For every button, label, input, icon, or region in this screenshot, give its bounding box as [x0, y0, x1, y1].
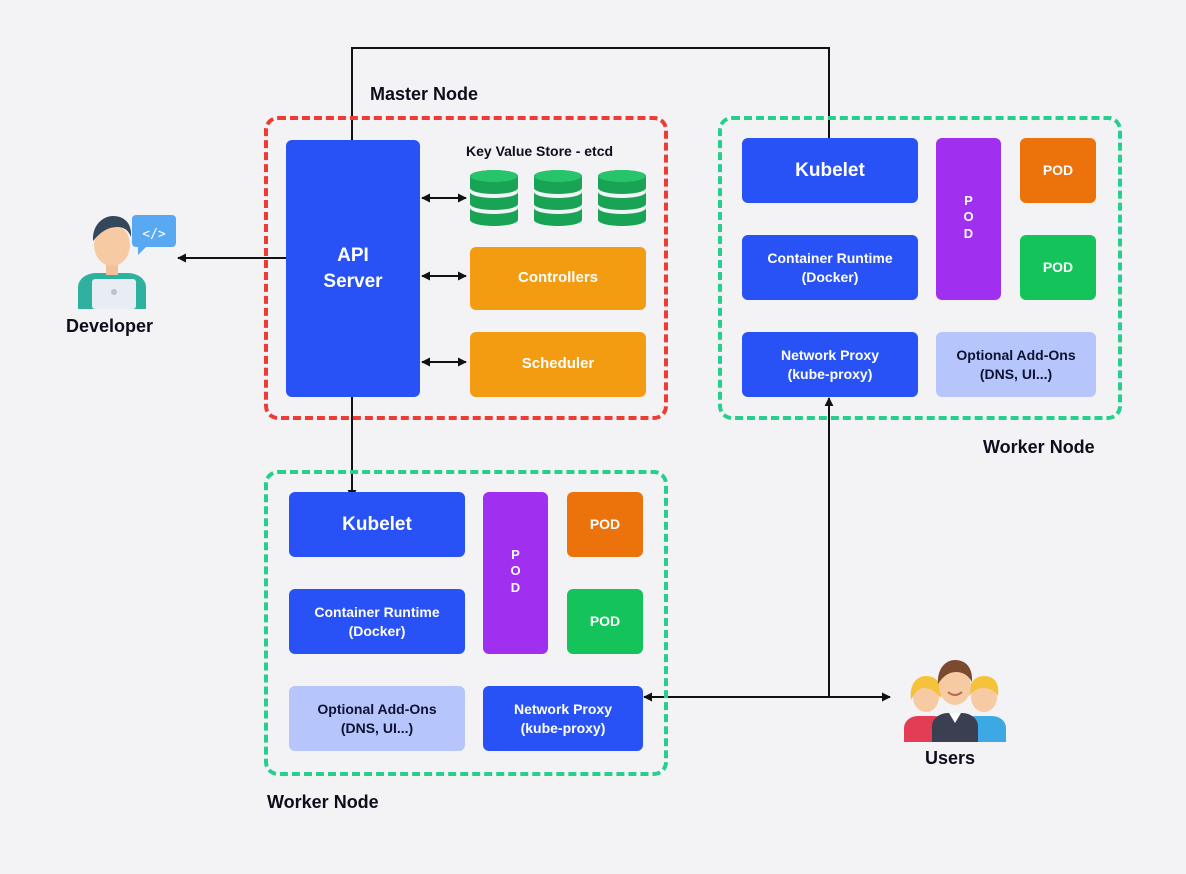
database-icon: [534, 170, 582, 226]
etcd-title: Key Value Store - etcd: [466, 143, 614, 159]
container-runtime-top: Container Runtime (Docker): [742, 235, 918, 300]
container-runtime-bottom: Container Runtime (Docker): [289, 589, 465, 654]
scheduler: Scheduler: [470, 332, 646, 397]
optional-addons-top: Optional Add-Ons (DNS, UI...): [936, 332, 1096, 397]
worker-node-bottom-title: Worker Node: [267, 792, 379, 812]
pod-bottom-2: POD: [567, 589, 643, 654]
controllers: Controllers: [470, 247, 646, 310]
network-proxy-bottom: Network Proxy (kube-proxy): [483, 686, 643, 751]
network-proxy-top: Network Proxy (kube-proxy): [742, 332, 918, 397]
worker-node-top-title: Worker Node: [983, 437, 1095, 457]
svg-text:</>: </>: [142, 227, 166, 242]
worker-node-top-frame: [718, 116, 1122, 420]
master-node-title: Master Node: [370, 84, 479, 104]
pod-vertical-bottom: P O D: [483, 492, 548, 654]
optional-addons-bottom: Optional Add-Ons (DNS, UI...): [289, 686, 465, 751]
users-label: Users: [925, 748, 976, 768]
api-server: API Server: [286, 140, 420, 397]
api-to-top-kubelet-arrow: [347, 47, 834, 156]
developer-label: Developer: [66, 316, 154, 336]
kubelet-top: Kubelet: [742, 138, 918, 203]
pod-vertical-top: P O D: [936, 138, 1001, 300]
kubelet-bottom: Kubelet: [289, 492, 465, 557]
developer-icon: </>: [78, 215, 176, 309]
pod-bottom-1: POD: [567, 492, 643, 557]
pod-top-2: POD: [1020, 235, 1096, 300]
database-icon: [598, 170, 646, 226]
master-node-frame: [264, 116, 668, 420]
worker-node-bottom-frame: [264, 470, 668, 776]
pod-top-1: POD: [1020, 138, 1096, 203]
users-icon: [904, 660, 1006, 742]
database-icon: [470, 170, 518, 226]
